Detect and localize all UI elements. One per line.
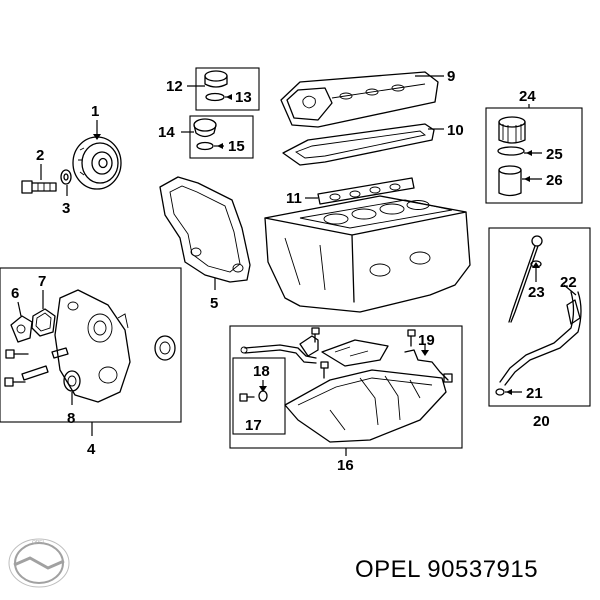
callout-23: 23 (528, 284, 545, 301)
callout-17: 17 (245, 417, 262, 434)
pump-cover-gasket (31, 308, 56, 337)
pulley-bolt (21, 180, 57, 194)
callout-16: 16 (337, 457, 354, 474)
engine-block (264, 195, 471, 313)
cover-bolts (4, 347, 69, 387)
front-cover (54, 289, 131, 403)
intake-gasket (317, 177, 415, 205)
callout-10: 10 (447, 122, 464, 139)
callout-21: 21 (526, 385, 543, 402)
callout-25: 25 (546, 146, 563, 163)
oil-filter-cap (498, 116, 526, 144)
callout-9: 9 (447, 68, 455, 85)
drain-plug (239, 393, 255, 402)
oil-cap-box (195, 67, 260, 111)
oil-baffle (321, 339, 389, 367)
callout-3: 3 (62, 200, 70, 217)
callout-8: 8 (67, 410, 75, 427)
drain-plug-box (232, 357, 286, 435)
part-number-caption: OPEL 90537915 (355, 556, 539, 583)
callout-2: 2 (36, 147, 44, 164)
oil-pan (284, 369, 447, 443)
svg-text:OPEL: OPEL (32, 540, 46, 546)
valve-cover (280, 71, 439, 128)
dipstick-tube-oring (495, 388, 505, 396)
oil-dipstick (508, 235, 543, 323)
callout-13: 13 (235, 89, 252, 106)
callout-12: 12 (166, 78, 183, 95)
pulley-washer (60, 169, 72, 185)
callout-1: 1 (91, 103, 99, 120)
front-cover-box (0, 267, 182, 423)
dipstick-box (488, 227, 591, 407)
oil-filler-cap (204, 70, 228, 102)
oil-filter-element (498, 165, 522, 197)
callout-24: 24 (519, 88, 536, 105)
callout-19: 19 (418, 332, 435, 349)
pickup-bolts (311, 327, 329, 379)
thermostat-box (189, 115, 254, 159)
callout-22: 22 (560, 274, 577, 291)
oil-filter-oring (497, 146, 525, 156)
callout-15: 15 (228, 138, 245, 155)
front-cover-gasket (159, 176, 251, 283)
callout-26: 26 (546, 172, 563, 189)
oil-filter-box (485, 107, 583, 204)
callout-14: 14 (158, 124, 175, 141)
oil-level-sensor (404, 329, 453, 383)
callout-7: 7 (38, 273, 46, 290)
oil-pump-cover (10, 315, 33, 343)
opel-logo-icon: OPEL (8, 538, 70, 588)
cover-small-seal (154, 335, 176, 361)
callout-4: 4 (87, 441, 96, 458)
drain-plug-washer (258, 390, 268, 402)
crankshaft-pulley (72, 136, 122, 190)
callout-18: 18 (253, 363, 270, 380)
valve-cover-gasket (282, 123, 435, 166)
front-crank-seal (63, 370, 81, 392)
thermostat-housing (193, 118, 217, 151)
callout-6: 6 (11, 285, 19, 302)
callout-20: 20 (533, 413, 550, 430)
dipstick-tube (499, 291, 582, 386)
oil-pump-pickup (240, 335, 319, 364)
callout-11: 11 (286, 190, 302, 207)
callout-5: 5 (210, 295, 218, 312)
